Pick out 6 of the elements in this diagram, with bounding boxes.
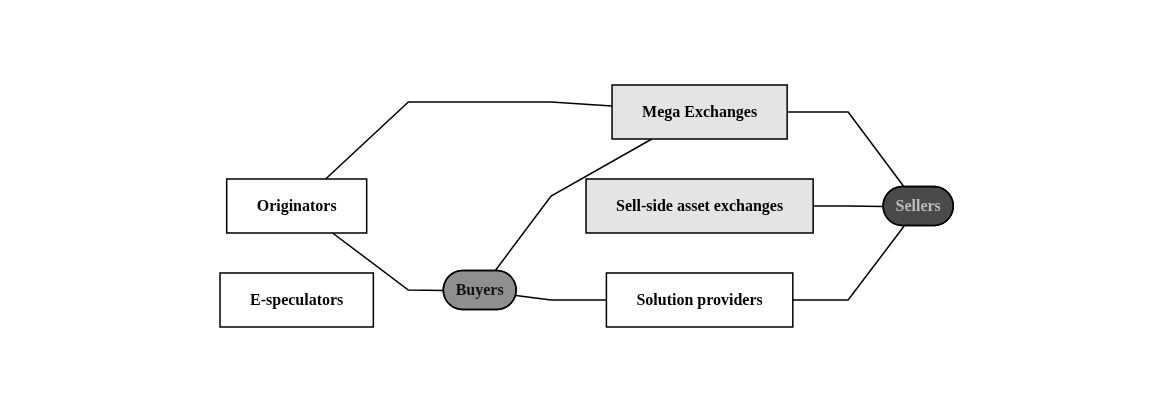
node-box: Mega Exchanges (611, 84, 789, 140)
node-box: Solution providers (606, 272, 794, 328)
connector (494, 138, 653, 272)
node-box: Originators (226, 178, 368, 234)
node-box: Sell-side asset exchanges (585, 178, 815, 234)
node-box: E-speculators (219, 272, 375, 328)
